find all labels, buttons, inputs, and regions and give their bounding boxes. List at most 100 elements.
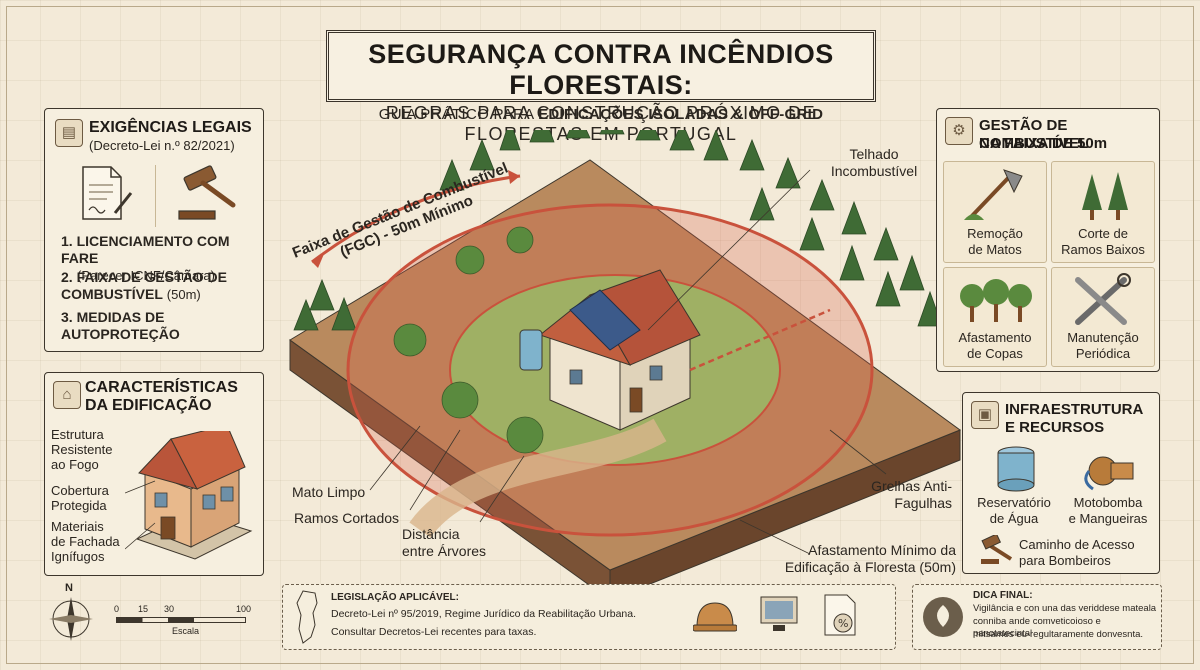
tree-spacing-icon: [960, 279, 1032, 322]
axe-icon: [964, 169, 1023, 220]
roof-leader: [647, 169, 811, 331]
distancia-leader: [479, 455, 525, 523]
grelhas-leader: [829, 429, 887, 475]
guide-bold: EDIFICAÇÕES ISOLADAS & OFF-GRID: [538, 106, 824, 123]
tip-box: DICA FINAL: Vigilância e con una das ver…: [912, 584, 1162, 650]
forest-plot-diagram: [289, 130, 962, 600]
access-line2: para Bombeiros: [1019, 553, 1111, 568]
item-number: 3.: [61, 309, 73, 325]
access-path: [409, 418, 667, 539]
infra-item-2-line1: Motobomba: [1073, 495, 1143, 510]
infra-panel: ▣ INFRAESTRUTURA E RECURSOS Reservatório…: [962, 392, 1160, 574]
scale-tick-0: 0: [114, 604, 120, 614]
trees-icon: [1082, 172, 1128, 220]
fuel-item-1-line1: Remoção: [967, 226, 1023, 241]
leaf-icon: [923, 597, 963, 637]
water-tank-icon: [997, 446, 1035, 492]
forest-trees: [293, 130, 943, 331]
label-roof: Cobertura Protegida: [51, 483, 109, 513]
label-facade: Materiais de Fachada Ignífugos: [51, 519, 120, 564]
scale-label: Escala: [172, 626, 200, 636]
title-banner: SEGURANÇA CONTRA INCÊNDIOS FLORESTAIS: R…: [326, 30, 876, 144]
wrench-icon: [1075, 273, 1131, 325]
legal-panel: ▤ EXIGÊNCIAS LEGAIS (Decreto-Lei n.º 82/…: [44, 108, 264, 352]
house-illustration: [519, 269, 701, 431]
fuel-title-2: NA FAIXA DE 50m: [979, 135, 1108, 152]
helmet-icon: [693, 602, 737, 632]
scale-graphic: [116, 617, 246, 623]
gavel-icon: [981, 535, 1013, 564]
fuel-item-1: Remoção de Matos: [943, 161, 1047, 263]
item-number: 2.: [61, 269, 73, 285]
annotation-afastamento: Afastamento Mínimo da Edificação à Flore…: [784, 542, 956, 575]
infra-title-2: E RECURSOS: [1005, 419, 1105, 436]
fuel-item-1-line2: de Matos: [968, 242, 1022, 257]
infra-item-2-line2: e Mangueiras: [1068, 511, 1148, 526]
guide-prefix: GUIA PRÁTICO PARA: [378, 106, 539, 123]
computer-icon: [760, 596, 798, 631]
compass-rose-icon: [49, 597, 93, 641]
scale-tick-100: 100: [236, 604, 252, 614]
fuel-panel: ⚙ GESTÃO DE COMBUSTÍVEL NA FAIXA DE 50m …: [936, 108, 1160, 372]
tip-title: DICA FINAL:: [973, 590, 1033, 601]
building-title-1: CARACTERÍSTICAS: [85, 379, 238, 396]
fuel-item-3: Afastamento de Copas: [943, 267, 1047, 367]
tip-line1: Vigilância e con una das veriddese matea…: [973, 603, 1157, 614]
guide-heading: GUIA PRÁTICO PARA EDIFICAÇÕES ISOLADAS &…: [366, 106, 836, 123]
tip-line2: conniba ande comveticoioso e panotatecin…: [973, 616, 1101, 639]
cutaway-house-illustration: [125, 431, 253, 560]
fuel-item-4: Manutenção Periódica: [1051, 267, 1155, 367]
fuel-item-2-line2: Ramos Baixos: [1061, 242, 1145, 257]
infra-item-1-line2: de Água: [989, 511, 1039, 526]
annotation-grelhas: Grelhas Anti-Fagulhas: [871, 478, 952, 511]
tip-line3: mitsames eu-regultaramente donvesnta.: [973, 629, 1144, 640]
water-tank: [519, 329, 543, 371]
building-panel: ⌂ CARACTERÍSTICAS DA EDIFICAÇÃO Estrutur…: [44, 372, 264, 576]
legislation-title: LEGISLAÇÃO APLICÁVEL:: [331, 592, 459, 603]
annotation-roof: Telhado Incombustível: [830, 146, 918, 179]
legal-title: EXIGÊNCIAS LEGAIS: [89, 119, 252, 136]
svg-text:%: %: [838, 617, 848, 630]
fuel-item-3-line2: de Copas: [967, 346, 1023, 361]
fuel-item-2: Corte de Ramos Baixos: [1051, 161, 1155, 263]
afastamento-leader: [739, 519, 811, 555]
legal-item-1: 1. LICENCIAMENTO COM FARE (Parecer ICNF/…: [61, 233, 261, 284]
annotation-mato: Mato Limpo: [292, 484, 366, 500]
item-detail: (Parecer ICNF/Câmara): [77, 268, 215, 283]
building-title-2: DA EDIFICAÇÃO: [85, 397, 212, 414]
item-detail: (50m): [166, 287, 201, 302]
legal-item-2: 2. FAIXA DE GESTÃO DE COMBUSTÍVEL (50m): [61, 269, 261, 303]
scale-tick-15: 15: [138, 604, 149, 614]
item-bold: MEDIDAS DE AUTOPROTEÇÃO: [61, 309, 180, 342]
item-bold: FAIXA DE GESTÃO DE COMBUSTÍVEL: [61, 269, 227, 302]
contract-icon: [82, 166, 133, 220]
portugal-map-icon: [296, 590, 318, 644]
item-number: 1.: [61, 233, 73, 249]
document-icon: ▤: [55, 119, 83, 147]
fuel-item-4-line2: Periódica: [1075, 346, 1131, 361]
infra-item-1-line1: Reservatório: [977, 495, 1051, 510]
chainsaw-icon: ⚙: [945, 117, 973, 145]
scale-bar: 0 15 30 100 Escala: [112, 604, 252, 644]
solar-panels: [569, 289, 641, 351]
legal-subtitle: (Decreto-Lei n.º 82/2021): [89, 138, 235, 153]
legislation-line2: Consultar Decretos-Lei recentes para tax…: [331, 626, 537, 638]
ramos-leader: [409, 429, 461, 511]
fuel-item-4-line1: Manutenção: [1067, 330, 1139, 345]
item-bold: LICENCIAMENTO COM FARE: [61, 233, 230, 266]
fuel-item-3-line1: Afastamento: [958, 330, 1032, 345]
distance-line: [689, 308, 831, 372]
compass: N: [46, 582, 96, 652]
fuel-item-2-line1: Corte de: [1078, 226, 1128, 241]
toolbox-icon: ▣: [971, 401, 999, 429]
label-structure: Estrutura Resistente ao Fogo: [51, 427, 113, 472]
main-title: SEGURANÇA CONTRA INCÊNDIOS FLORESTAIS:: [368, 39, 834, 100]
house-icon: ⌂: [53, 381, 81, 409]
mato-leader: [369, 425, 421, 491]
annotation-distancia: Distância entre Árvores: [402, 526, 487, 559]
pump-icon: [1084, 456, 1134, 491]
page-frame: [6, 6, 1194, 664]
tax-document-icon: %: [824, 594, 856, 636]
infra-title-1: INFRAESTRUTURA: [1005, 401, 1144, 418]
annotation-ramos: Ramos Cortados: [294, 510, 400, 526]
